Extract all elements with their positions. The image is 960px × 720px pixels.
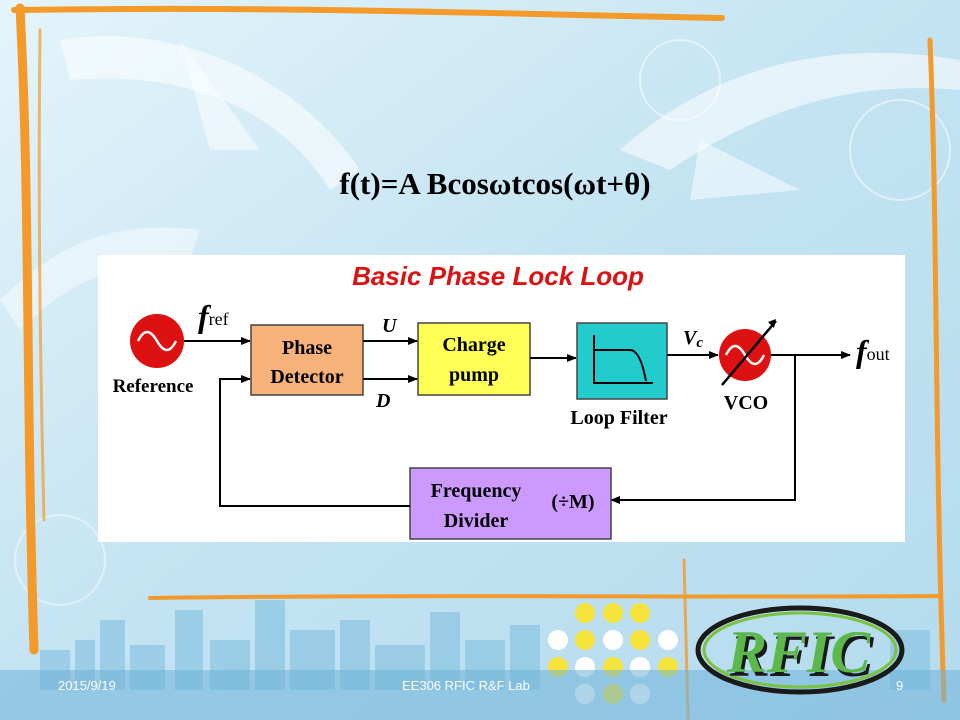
phase-detector-block: Phase Detector (250, 324, 364, 396)
fref-sub: ref (209, 309, 229, 329)
divider-ratio: (÷M) (551, 491, 594, 513)
loop-filter-label: Loop Filter (570, 407, 667, 429)
vc-label: Vc (683, 327, 703, 351)
frequency-divider-block: Frequency Divider (÷M) (409, 467, 612, 540)
footer-date: 2015/9/19 (58, 678, 116, 693)
rfic-logo: RFIC RFIC (695, 605, 905, 695)
freq-divider-line2: Divider (444, 510, 509, 532)
logo-text: RFIC (729, 623, 874, 689)
fout-sub: out (867, 344, 890, 364)
orange-frame (11, 3, 947, 720)
signal-u-label: U (382, 315, 398, 337)
page-number: 9 (896, 678, 904, 693)
fref-label: fref (198, 298, 229, 334)
phase-detector-line1: Phase (282, 337, 332, 359)
logo-text-highlight: RFIC (726, 619, 871, 685)
fout-label: fout (856, 333, 890, 369)
fref-main: f (198, 298, 212, 334)
phase-detector-line2: Detector (270, 366, 343, 388)
diagram-title: Basic Phase Lock Loop (352, 261, 644, 291)
fout-main: f (856, 333, 870, 369)
vco-icon (719, 319, 777, 386)
footer-bar (0, 670, 960, 720)
signal-d-label: D (375, 390, 390, 412)
freq-divider-line1: Frequency (431, 480, 522, 502)
charge-pump-line2: pump (449, 364, 499, 386)
vc-sub: c (696, 335, 703, 351)
footer-lab-name: EE306 RFIC R&F Lab (402, 678, 530, 693)
city-skyline (40, 600, 930, 690)
slide-formula: f(t)=A Bcosωtcos(ωt+θ) (339, 166, 651, 201)
charge-pump-block: Charge pump (417, 322, 531, 396)
charge-pump-line1: Charge (442, 334, 505, 356)
wire-feedback-to-divider (610, 355, 796, 504)
loop-filter-block (576, 322, 668, 400)
reference-label: Reference (113, 376, 194, 397)
wire-divider-to-pd (219, 375, 410, 507)
lowpass-response-icon (593, 335, 653, 384)
pll-diagram: Basic Phase Lock Loop Reference fref Pha… (98, 255, 905, 542)
reference-source-icon (130, 314, 184, 368)
vco-label: VCO (724, 392, 768, 414)
vc-main: V (683, 327, 698, 349)
